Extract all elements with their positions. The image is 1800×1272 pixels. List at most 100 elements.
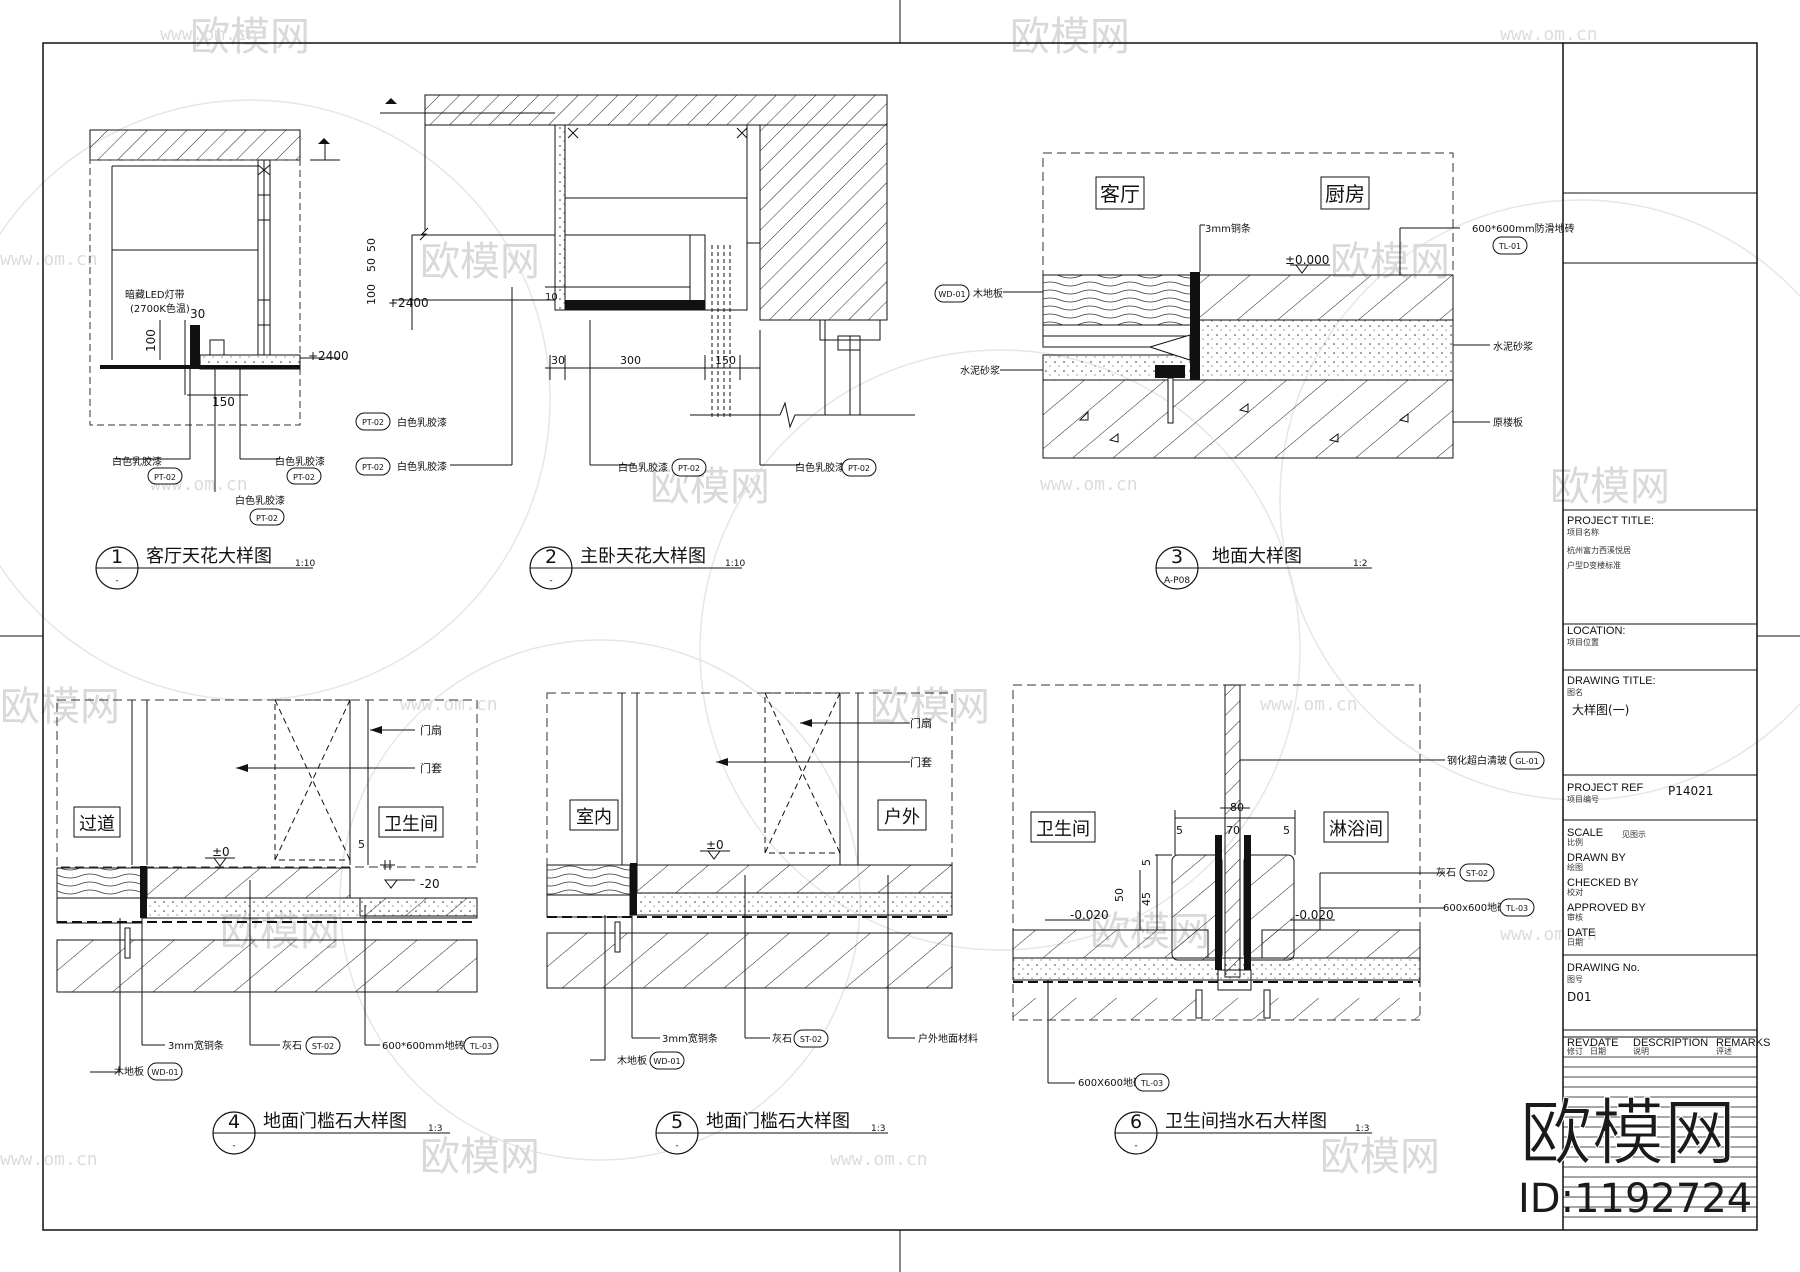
led-strip-label: 暗藏LED灯带 xyxy=(125,288,185,301)
level-label: ±0.000 xyxy=(1285,253,1329,267)
material-tag: TL-01 xyxy=(1492,236,1528,255)
detail-ref: - xyxy=(115,576,118,586)
dim-label: 5 xyxy=(1140,859,1153,866)
watermark-url: www.om.cn xyxy=(1260,694,1358,715)
svg-text:PT-02: PT-02 xyxy=(256,514,278,523)
material-label: 3mm铜条 xyxy=(1205,222,1251,235)
door-leaf-label: 门扇 xyxy=(420,723,442,737)
detail-ref: - xyxy=(549,576,552,586)
drawing-no-value: D01 xyxy=(1567,990,1592,1004)
svg-text:TL-01: TL-01 xyxy=(1498,242,1521,251)
level-label: -20 xyxy=(420,877,440,891)
watermark-id: ID:1192724 xyxy=(1518,1176,1752,1222)
watermark-url: www.om.cn xyxy=(1040,474,1138,495)
dim-label: 10 xyxy=(545,292,558,303)
door-frame-label: 门套 xyxy=(910,755,932,769)
detail-scale: 1:2 xyxy=(1353,559,1367,569)
detail-title-6: 6 - 卫生间挡水石大样图 1:3 xyxy=(1114,1111,1372,1155)
rev-date-sub: 日期 xyxy=(1590,1047,1606,1056)
material-label: 白色乳胶漆 xyxy=(397,460,447,473)
svg-text:PT-02: PT-02 xyxy=(154,473,176,482)
watermark-logo: 欧模网 xyxy=(1520,1091,1736,1175)
rev-sub: 修订 xyxy=(1567,1046,1583,1056)
detail-title-1: 1 - 客厅天花大样图 1:10 xyxy=(95,546,315,590)
room-label: 卫生间 xyxy=(1036,819,1090,840)
detail-number: 2 xyxy=(545,546,557,568)
scale-value: 见图示 xyxy=(1622,830,1646,839)
svg-text:WD-01: WD-01 xyxy=(151,1068,178,1077)
drawing-no-label: DRAWING No. xyxy=(1567,962,1640,974)
watermark-brand: 欧模网 xyxy=(420,1134,540,1180)
material-label: 3mm宽铜条 xyxy=(168,1039,224,1052)
scale-label: SCALE xyxy=(1567,827,1603,839)
detail-title: 卫生间挡水石大样图 xyxy=(1165,1111,1327,1132)
material-label: 水泥砂浆 xyxy=(960,364,1000,377)
detail-number: 5 xyxy=(671,1111,683,1133)
material-label: 木地板 xyxy=(973,287,1003,300)
watermark-brand: 欧模网 xyxy=(0,684,120,730)
door-frame-label: 门套 xyxy=(420,761,442,775)
detail-title-3: 3 A-P08 地面大样图 1:2 xyxy=(1155,546,1372,590)
svg-text:TL-03: TL-03 xyxy=(1505,904,1528,913)
detail-3-drawing xyxy=(1000,152,1490,459)
detail-scale: 1:3 xyxy=(428,1124,442,1134)
material-tag: PT-02 xyxy=(147,467,183,485)
material-tag: WD-01 xyxy=(934,284,970,303)
material-label: 白色乳胶漆 xyxy=(235,494,285,507)
level-label: -0.020 xyxy=(1070,908,1109,922)
room-label: 户外 xyxy=(884,807,920,828)
material-label: 灰石 xyxy=(282,1039,302,1052)
dim-label: 5 xyxy=(358,838,365,851)
material-tag: ST-02 xyxy=(305,1036,341,1055)
checked-by-sub: 校对 xyxy=(1567,887,1583,897)
watermark-layer: 欧模网 欧模网 欧模网 欧模网 欧模网 欧模网 欧模网 欧模网 欧模网 欧模网 … xyxy=(0,14,1800,1180)
led-temp-label: (2700K色温) xyxy=(130,302,190,315)
dim-label: 5 xyxy=(1283,824,1290,837)
material-tag: TL-03 xyxy=(463,1036,499,1055)
detail-ref: - xyxy=(232,1141,235,1151)
room-label: 室内 xyxy=(576,807,612,828)
drawing-no-sub: 图号 xyxy=(1567,975,1583,984)
detail-ref: - xyxy=(675,1141,678,1151)
svg-text:PT-02: PT-02 xyxy=(678,464,700,473)
dim-label: 300 xyxy=(620,354,641,367)
dim-label: 50 xyxy=(1113,888,1126,902)
material-label: 600X600地砖 xyxy=(1078,1076,1143,1089)
rev-label: REV. xyxy=(1567,1037,1592,1049)
material-label: 原楼板 xyxy=(1493,416,1523,429)
room-label: 淋浴间 xyxy=(1329,819,1383,840)
svg-text:WD-01: WD-01 xyxy=(938,290,965,299)
project-ref-sub: 项目编号 xyxy=(1567,794,1599,804)
dim-label: 100 xyxy=(144,329,158,352)
material-label: 木地板 xyxy=(114,1065,144,1078)
svg-text:PT-02: PT-02 xyxy=(362,463,384,472)
watermark-brand: 欧模网 xyxy=(420,239,540,285)
svg-text:GL-01: GL-01 xyxy=(1515,757,1539,766)
scale-sub: 比例 xyxy=(1567,837,1583,847)
watermark-url: www.om.cn xyxy=(400,694,498,715)
material-label: 钢化超白清玻 xyxy=(1447,754,1507,767)
watermark-brand: 欧模网 xyxy=(870,684,990,730)
drawing-title-sub: 图名 xyxy=(1567,687,1583,697)
watermark-url: www.om.cn xyxy=(1500,24,1598,45)
material-tag: PT-02 xyxy=(841,458,877,477)
svg-text:ST-02: ST-02 xyxy=(800,1035,822,1044)
material-tag: ST-02 xyxy=(793,1029,829,1048)
dim-label: 150 xyxy=(715,354,736,367)
material-tag: TL-03 xyxy=(1499,898,1535,917)
material-tag: TL-03 xyxy=(1134,1073,1170,1092)
svg-text:PT-02: PT-02 xyxy=(293,473,315,482)
svg-text:ST-02: ST-02 xyxy=(1466,869,1488,878)
material-label: 600x600地砖 xyxy=(1443,901,1507,914)
detail-scale: 1:10 xyxy=(725,559,745,569)
detail-ref: - xyxy=(1134,1141,1137,1151)
detail-title: 客厅天花大样图 xyxy=(146,546,272,567)
drawn-by-sub: 绘图 xyxy=(1567,862,1583,872)
detail-6-drawing xyxy=(1012,684,1445,1084)
dim-label: 150 xyxy=(212,395,235,409)
project-title-line2: 户型D变楼标准 xyxy=(1567,560,1621,570)
level-label: ±0 xyxy=(706,838,724,852)
project-ref-value: P14021 xyxy=(1668,784,1713,798)
